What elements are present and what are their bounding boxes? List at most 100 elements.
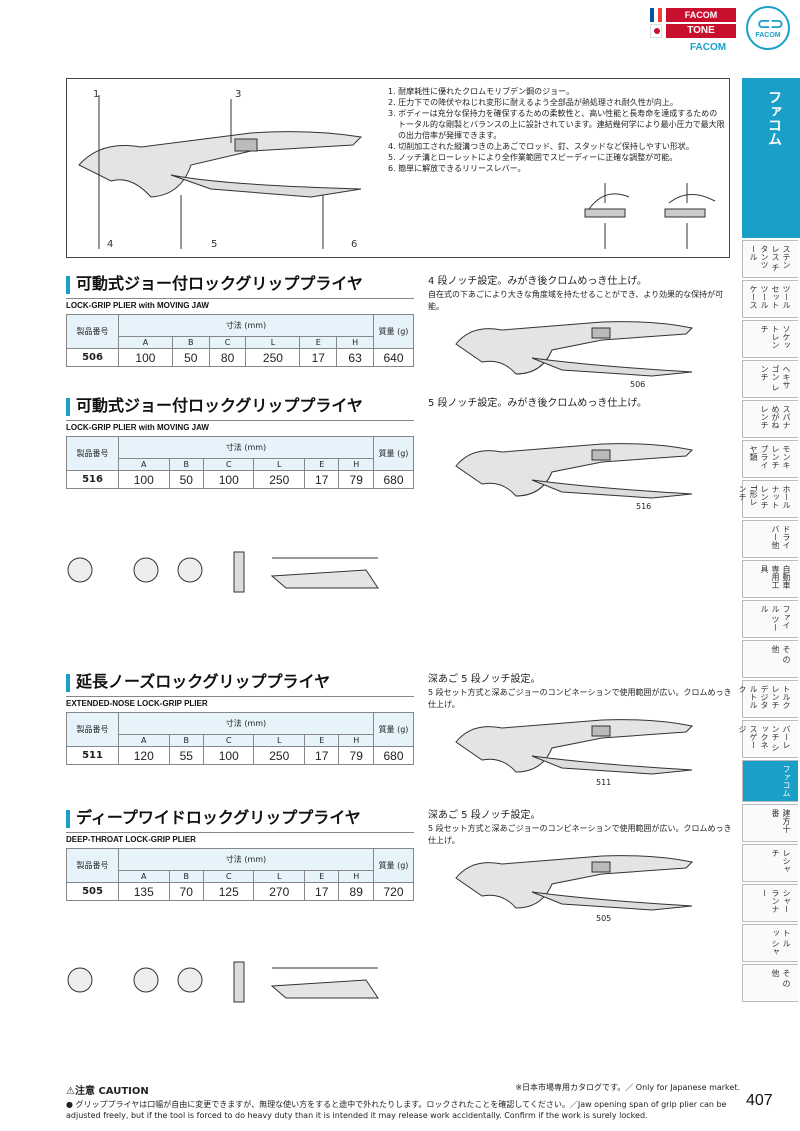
col-A: A [118,870,170,883]
side-tab[interactable]: バーレンチ シックネスゲージ [738,720,798,758]
callout-5: 5 [211,239,218,250]
note: 6. 簡単に解放できるリリースレバー。 [388,164,526,173]
side-tab[interactable]: 建方十番 [742,804,798,842]
spec-value: 17 [299,348,338,367]
product-subtitle: EXTENDED-NOSE LOCK-GRIP PLIER [66,696,414,708]
side-tab[interactable]: ホールナット レンチ T形レンチ [738,480,798,518]
col-B: B [168,870,204,883]
side-tab[interactable]: レシャチ [742,844,798,882]
product-title: 延長ノーズロックグリッププライヤ [76,672,331,691]
plier-image [455,719,694,775]
feature-box: 1 3 4 5 6 [66,78,730,258]
note: 2. 圧力下での降伏やねじれ変形に耐えるよう全部品が熱処理され耐久性が向上。 [388,98,678,107]
col-B: B [168,458,204,471]
spec-value: 79 [338,470,374,489]
product-desc-detail: 5 段セット方式と深あごジョーのコンビネーションで使用範囲が広い。クロムめっき仕… [428,688,732,709]
callout-6: 6 [351,239,358,250]
spec-value: 250 [253,746,305,765]
side-tab[interactable]: 自動車 専用工具 [742,560,798,598]
spec-value: 100 [118,470,170,489]
side-tab[interactable]: ト ル ッ シャ [742,924,798,962]
product-subtitle: DEEP-THROAT LOCK-GRIP PLIER [66,832,414,844]
jaw-detail-diagram [584,183,716,249]
dimension-diagram-1 [67,551,379,593]
product-section: ディープワイドロックグリッププライヤ DEEP-THROAT LOCK-GRIP… [66,804,414,901]
spec-value: 100 [202,470,255,489]
col-A: A [118,458,170,471]
note: 3. ボディーは充分な保持力を確保するための柔軟性と、高い性能と長寿命を達成する… [388,109,718,118]
side-tab[interactable]: シャー ランナー [742,884,798,922]
col-C: C [208,336,247,349]
plier-image [455,321,694,377]
col-mass: 質量 (g) [373,848,414,883]
col-mass: 質量 (g) [373,314,414,349]
side-tab[interactable]: ファコム [742,760,798,802]
product-desc: 4 段ノッチ設定。みがき後クロムめっき仕上げ。 [428,276,647,287]
product-image-caption: 505 [596,914,612,923]
note: 4. 切削加工された縦溝つきの上あごでロッド、釘、スタッドなど保持しやすい形状。 [388,142,694,151]
product-desc: 深あご 5 段ノッチ設定。 [428,810,541,821]
spec-value: 50 [168,470,204,489]
callout-1: 1 [93,89,100,100]
col-C: C [202,870,255,883]
note: トータル的な剛製とバランスの上に設計されています。連結幾何学により最小圧力で最大… [398,120,725,129]
note: 5. ノッチ溝とローレットにより全作業範囲でスピーディーに正確な調整が可能。 [388,153,678,162]
side-tab-current[interactable]: ファコム [742,78,800,238]
side-tab[interactable]: モンキレンチ プライヤ類 [742,440,798,478]
side-tab[interactable]: ソケットレンチ [742,320,798,358]
page-number: 407 [746,1092,773,1109]
col-H: H [338,458,374,471]
col-dims: 寸法 (mm) [118,314,374,337]
callout-3: 3 [235,89,242,100]
mass-value: 680 [373,470,414,489]
col-dims: 寸法 (mm) [118,848,374,871]
col-E: E [303,734,340,747]
spec-value: 135 [118,882,170,901]
facom-logo-icon: FACOM [746,6,790,50]
side-tab[interactable]: ヘキサゴン レンチ [742,360,798,398]
col-part: 製品番号 [66,848,119,883]
col-B: B [168,734,204,747]
spec-value: 250 [253,470,305,489]
col-H: H [338,870,374,883]
spec-value: 89 [338,882,374,901]
col-part: 製品番号 [66,436,119,471]
product-title: ディープワイドロックグリッププライヤ [76,808,361,827]
col-A: A [118,734,170,747]
product-section: 可動式ジョー付ロックグリッププライヤ LOCK-GRIP PLIER with … [66,270,414,367]
japan-flag-icon [650,24,662,38]
plier-image [455,443,694,499]
spec-value: 250 [245,348,301,367]
side-tab[interactable]: ドライバー他 [742,520,798,558]
side-tab[interactable]: トルクレンチ デジタルトルク [738,680,798,718]
spec-value: 70 [168,882,204,901]
title-accent [66,397,70,416]
col-C: C [202,458,255,471]
product-subtitle: LOCK-GRIP PLIER with MOVING JAW [66,420,414,432]
spec-value: 79 [338,746,374,765]
side-tab[interactable]: スパナ めがねレンチ [742,400,798,438]
product-title: 可動式ジョー付ロックグリッププライヤ [76,396,363,415]
brand-label: FACOM [690,42,727,53]
side-tab[interactable]: ステンレス チタンツール [742,240,798,278]
col-E: E [299,336,338,349]
spec-value: 80 [208,348,247,367]
col-L: L [253,870,305,883]
note: の出力倍率が発揮できます。 [398,131,502,140]
col-E: E [303,458,340,471]
col-L: L [253,458,305,471]
spec-value: 125 [202,882,255,901]
side-tab[interactable]: そ の 他 [742,964,798,1002]
side-tab[interactable]: ツールセット ツールケース [742,280,798,318]
caution-note: ● グリッププライヤは口幅が自由に変更できますが、無理な使い方をすると途中で外れ… [66,1100,727,1120]
spec-value: 17 [303,882,340,901]
side-tab[interactable]: ファイル ツール [742,600,798,638]
product-image-caption: 511 [596,778,612,787]
side-tab[interactable]: そ の 他 [742,640,798,678]
col-L: L [245,336,301,349]
product-image-caption: 506 [630,380,646,389]
market-note: ※日本市場専用カタログです。／ Only for Japanese market… [515,1083,740,1092]
product-desc-detail: 自在式の下あごにより大きな角度域を持たせることができ、より効果的な保持が可能。 [428,290,724,311]
